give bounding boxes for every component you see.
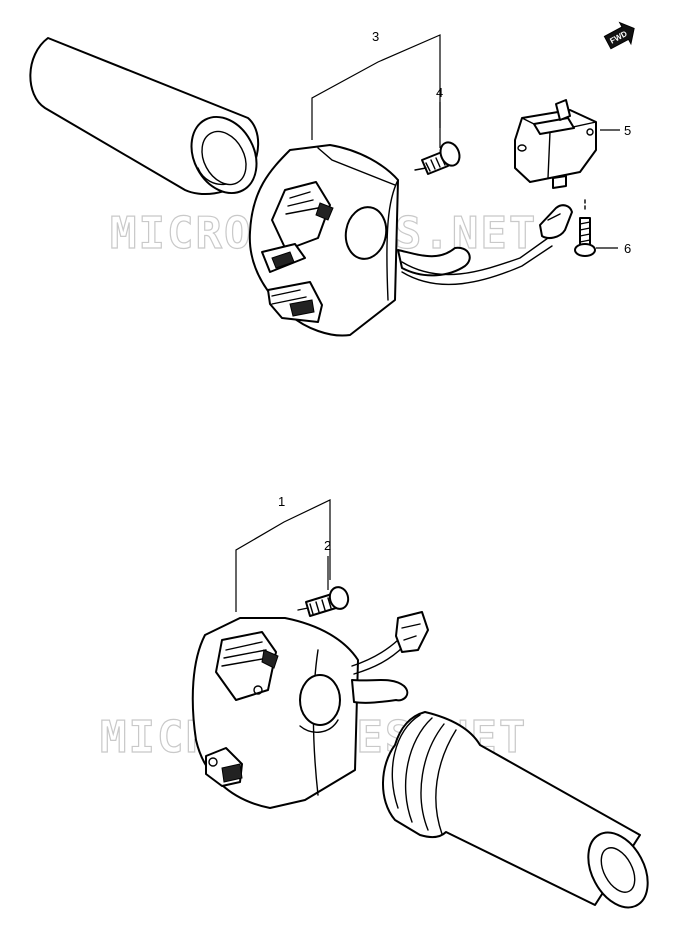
callout-6: 6: [624, 241, 631, 256]
callout-3: 3: [372, 29, 379, 44]
callout-4: 4: [436, 85, 443, 100]
callout-2: 2: [324, 538, 331, 553]
throttle-grip: [382, 711, 649, 909]
screw-4: [414, 141, 461, 175]
screw-2: [297, 586, 350, 617]
handlebar-grip-left: [29, 37, 260, 195]
leader-3: [311, 34, 441, 140]
callout-5: 5: [624, 123, 631, 138]
screw-6: [574, 199, 596, 257]
right-handlebar-switch: [191, 611, 429, 809]
fwd-arrow-icon: FWD: [603, 21, 635, 50]
leader-1: [235, 499, 331, 612]
callout-1: 1: [278, 494, 285, 509]
left-handlebar-switch: [248, 144, 573, 337]
choke-switch-5: [514, 99, 597, 189]
